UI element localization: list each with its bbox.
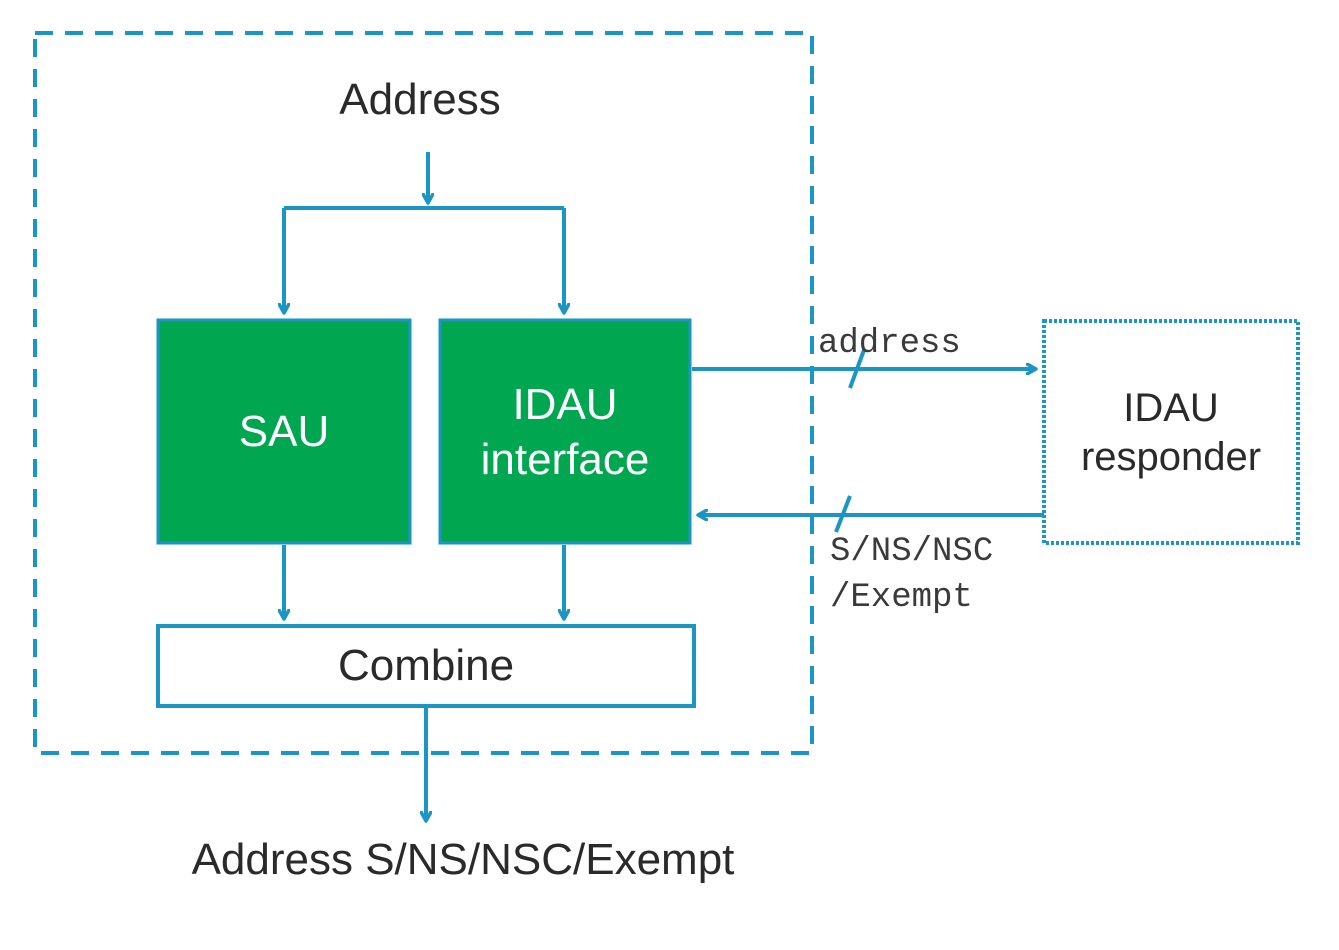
idau-interface-label-line1: IDAU [512,380,617,429]
idau-responder-block: IDAU responder [1042,319,1300,545]
idau-interface-block: IDAU interface [438,318,692,545]
idau-responder-label-line1: IDAU [1123,386,1219,430]
idau-interface-block-rect [438,318,692,545]
address-input-label: Address [339,75,500,124]
combine-block-rect [156,624,696,708]
attribute-bus-width-slash [834,495,852,533]
combine-block: Combine [156,624,696,708]
idau-responder-label-line2: responder [1081,435,1261,479]
address-signal-label: address [818,325,961,363]
sau-block-rect [156,318,412,545]
idau-responder-block-rect [1042,319,1300,545]
address-bus-connector: address [692,325,1036,389]
idau-interface-label-line2: interface [481,435,650,484]
sau-block: SAU [156,318,412,545]
address-output-label: Address S/NS/NSC/Exempt [192,835,735,884]
attribute-signal-label-line1: S/NS/NSC [830,533,993,571]
attribute-signal-label-line2: /Exempt [830,579,973,617]
address-split-connector [284,152,564,313]
attribute-response-connector: S/NS/NSC /Exempt [698,495,1044,617]
address-bus-width-slash [848,349,866,389]
sau-label: SAU [239,407,329,456]
combine-label: Combine [338,641,514,690]
